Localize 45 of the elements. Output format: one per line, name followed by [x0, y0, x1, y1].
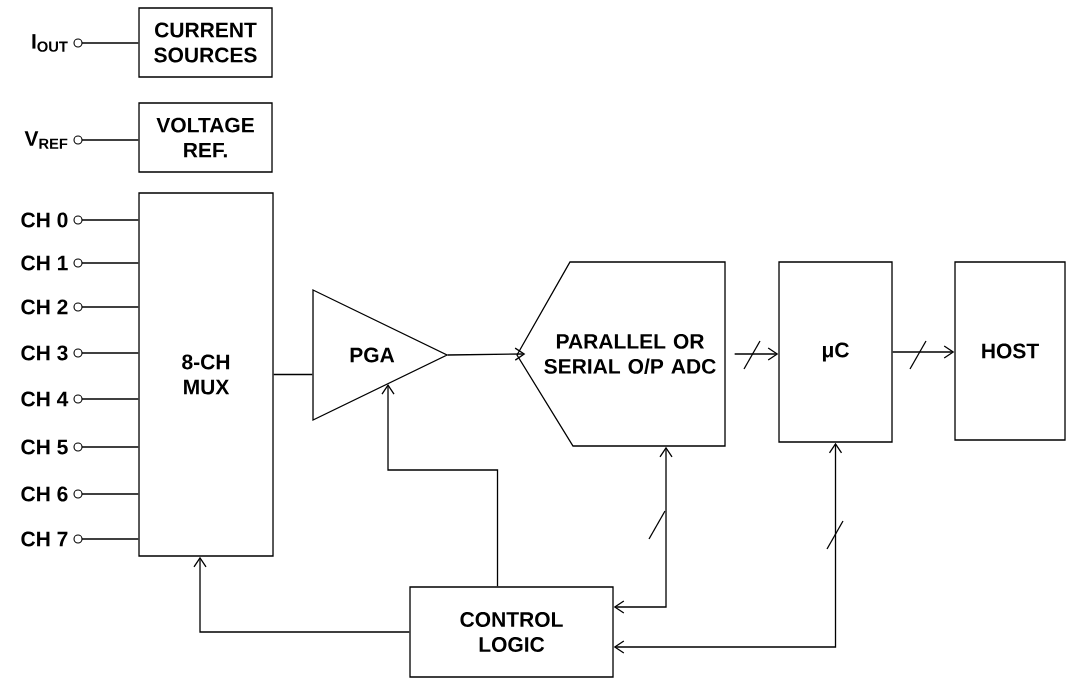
connector: [613, 442, 843, 654]
connector: [81, 446, 139, 448]
block-box: CONTROL LOGIC: [409, 586, 614, 678]
node-label: CH 4: [21, 391, 69, 407]
node-label: CH 0: [21, 212, 68, 228]
block-box: VOLTAGE REF.: [138, 102, 273, 173]
pin-terminal: CH 6: [21, 486, 83, 502]
adc-block: PARALLEL OR SERIAL O/P ADC: [516, 261, 726, 447]
pin-terminal: I$_{OUT}$: [32, 34, 83, 52]
connector: [81, 398, 139, 400]
node-label: CH 2: [21, 299, 68, 315]
node-label: CH 5: [21, 439, 68, 455]
pin-terminal: CH 1: [21, 255, 83, 271]
connector: [81, 139, 139, 141]
connector: [81, 219, 139, 221]
pin-terminal: CH 2: [21, 299, 83, 315]
pin-terminal: V$_{REF}$: [24, 131, 83, 149]
node-label: CH 1: [21, 255, 68, 271]
pin-terminal: CH 4: [21, 391, 83, 407]
connector: [81, 262, 139, 264]
connector: [273, 373, 313, 376]
connector: [734, 347, 779, 361]
connector: [81, 538, 139, 540]
node-label: I$_{OUT}$: [32, 34, 68, 52]
connector: [81, 493, 139, 495]
connector: [81, 352, 139, 354]
connector: [447, 347, 526, 361]
block-box: 8-CH MUX: [138, 192, 274, 557]
block-box: CURRENT SOURCES: [138, 7, 273, 78]
connector: [81, 306, 139, 308]
block-box: μC: [778, 261, 893, 443]
node-label: CH 7: [21, 531, 68, 547]
pin-terminal: CH 7: [21, 531, 83, 547]
connector: [381, 384, 499, 587]
node-label: V$_{REF}$: [24, 131, 68, 149]
connector: [613, 446, 673, 614]
block-box: HOST: [954, 261, 1066, 441]
connector: [81, 42, 139, 44]
node-label: CH 6: [21, 486, 68, 502]
pin-terminal: CH 5: [21, 439, 83, 455]
pin-terminal: CH 3: [21, 345, 83, 361]
connector: [193, 556, 410, 633]
connector: [892, 345, 955, 359]
node-label: CH 3: [21, 345, 68, 361]
pin-terminal: CH 0: [21, 212, 83, 228]
